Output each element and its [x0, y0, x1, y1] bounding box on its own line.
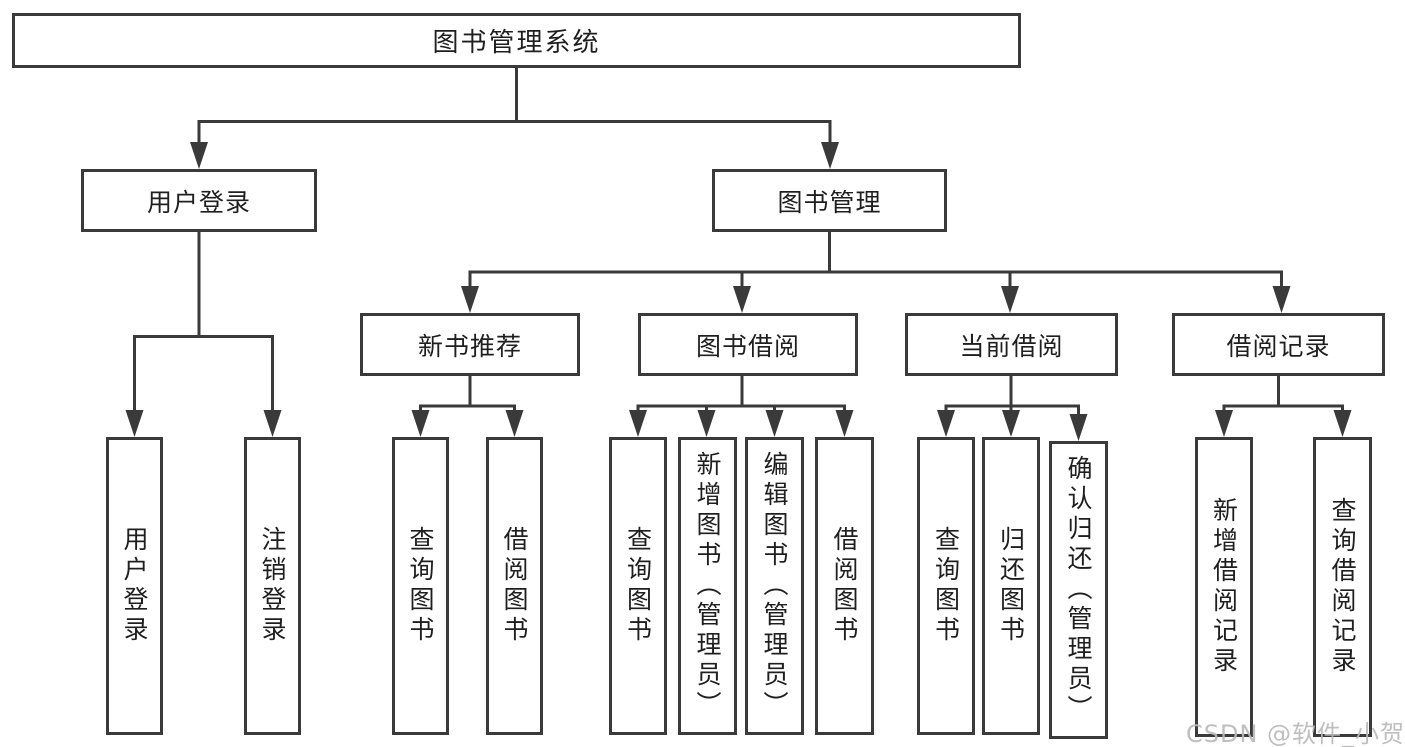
node-label: 用户登录 — [120, 526, 149, 646]
node-confirm-return-admin: 确认归还（管理员） — [1049, 441, 1108, 739]
node-return-books: 归还图书 — [982, 437, 1040, 735]
node-book-management: 图书管理 — [712, 169, 947, 232]
node-label: 编辑图书（管理员） — [760, 451, 789, 721]
node-label: 图书借阅 — [695, 331, 800, 361]
node-book-borrow: 图书借阅 — [638, 313, 858, 376]
node-library-management-system: 图书管理系统 — [12, 13, 1021, 68]
node-query-borrow-record: 查询借阅记录 — [1313, 437, 1372, 737]
node-borrow-books-2: 借阅图书 — [815, 437, 874, 735]
node-label: 用户登录 — [146, 187, 251, 217]
node-label: 确认归还（管理员） — [1064, 455, 1093, 725]
node-label: 查询图书 — [406, 526, 435, 646]
node-logout-action: 注销登录 — [244, 437, 301, 735]
node-new-book-recommend: 新书推荐 — [360, 313, 580, 376]
node-label: 查询借阅记录 — [1328, 497, 1357, 677]
node-label: 查询图书 — [623, 526, 653, 646]
node-label: 查询图书 — [931, 526, 961, 646]
node-borrow-books-1: 借阅图书 — [486, 437, 543, 735]
node-label: 当前借阅 — [959, 331, 1064, 361]
node-query-books-3: 查询图书 — [917, 437, 975, 735]
node-borrow-record: 借阅记录 — [1172, 313, 1385, 376]
node-label: 注销登录 — [258, 526, 287, 646]
node-label: 借阅图书 — [830, 526, 859, 646]
node-query-books-1: 查询图书 — [392, 437, 449, 735]
node-user-login-action: 用户登录 — [106, 437, 163, 735]
node-current-borrow: 当前借阅 — [905, 313, 1118, 376]
node-label: 图书管理 — [777, 187, 882, 217]
node-user-login: 用户登录 — [81, 169, 317, 232]
node-add-books-admin: 新增图书（管理员） — [678, 437, 737, 735]
node-query-books-2: 查询图书 — [609, 437, 667, 735]
node-label: 新增借阅记录 — [1209, 497, 1239, 677]
node-add-borrow-record: 新增借阅记录 — [1195, 437, 1253, 737]
node-label: 新书推荐 — [417, 331, 522, 361]
node-edit-books-admin: 编辑图书（管理员） — [745, 437, 804, 735]
node-label: 借阅图书 — [500, 526, 529, 646]
csdn-watermark: CSDN @软件_小贺同学 — [1186, 720, 1405, 747]
node-label: 归还图书 — [996, 526, 1026, 646]
node-label: 借阅记录 — [1226, 331, 1331, 361]
node-label: 新增图书（管理员） — [693, 451, 722, 721]
node-label: 图书管理系统 — [432, 28, 601, 58]
